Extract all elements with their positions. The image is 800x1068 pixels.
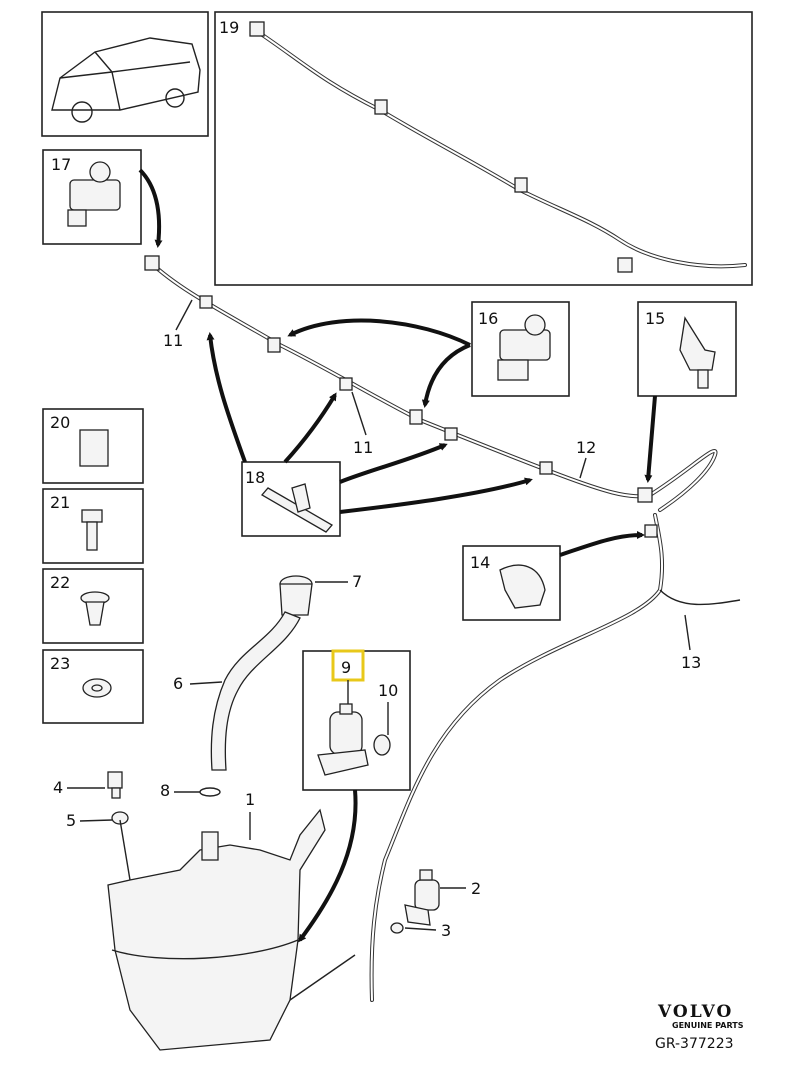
part-label-6: 6 <box>173 674 183 693</box>
part-label-3: 3 <box>441 921 451 940</box>
part-label-8: 8 <box>160 781 170 800</box>
part-label-14: 14 <box>470 553 490 572</box>
part-22-box[interactable]: 22 <box>42 568 144 644</box>
part-label-2: 2 <box>471 879 481 898</box>
hose-clips <box>144 255 653 503</box>
part-label-19: 19 <box>219 18 239 37</box>
part-label-17: 17 <box>51 155 71 174</box>
part-label-22: 22 <box>50 573 70 592</box>
part-label-12: 12 <box>576 438 596 457</box>
part-19-box[interactable]: 19 <box>214 11 753 286</box>
part-label-23: 23 <box>50 654 70 673</box>
part-label-20: 20 <box>50 413 70 432</box>
part-label-15: 15 <box>645 309 665 328</box>
part-label-11: 11 <box>353 438 373 457</box>
part-18-box[interactable]: 18 <box>241 461 341 537</box>
part-17-box[interactable]: 17 <box>42 149 142 245</box>
part-16-box[interactable]: 16 <box>471 301 570 397</box>
part-15-box[interactable]: 15 <box>637 301 737 397</box>
part-label-21: 21 <box>50 493 70 512</box>
part-20-box[interactable]: 20 <box>42 408 144 484</box>
part-label-4: 4 <box>53 778 63 797</box>
part-21-box[interactable]: 21 <box>42 488 144 564</box>
part-label-5: 5 <box>66 811 76 830</box>
washer-reservoir <box>107 808 326 1051</box>
brand-logo: VOLVO <box>657 1002 733 1022</box>
vehicle-thumbnail <box>41 11 209 137</box>
part-label-1: 1 <box>245 790 255 809</box>
part-14-box[interactable]: 14 <box>462 545 561 621</box>
part-label-7: 7 <box>352 572 362 591</box>
part-label-10: 10 <box>378 681 398 700</box>
part-label-13: 13 <box>681 653 701 672</box>
filler-neck <box>210 575 313 771</box>
washer-pump-2 <box>390 869 440 934</box>
diagram-reference: GR-377223 <box>655 1036 734 1052</box>
part-label-9: 9 <box>341 658 351 677</box>
part-23-box[interactable]: 23 <box>42 649 144 724</box>
volvo-logo: VOLVO GENUINE PARTS <box>657 1002 744 1030</box>
brand-subtitle: GENUINE PARTS <box>672 1021 744 1030</box>
part-label-16: 16 <box>478 309 498 328</box>
part-9-box[interactable]: 9 10 <box>302 649 411 791</box>
part-label-11: 11 <box>163 331 183 350</box>
part-label-18: 18 <box>245 468 265 487</box>
